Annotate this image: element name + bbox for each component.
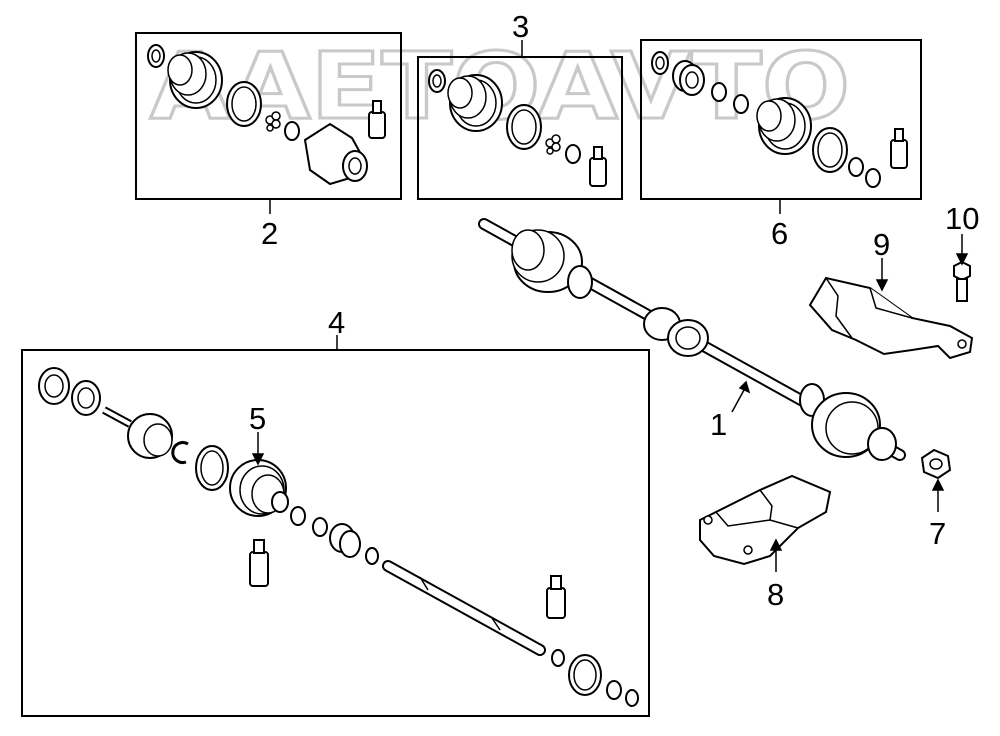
hub-nut[interactable] [920,448,952,480]
kit6-boot [756,97,812,155]
kit2-ring [284,121,300,141]
damper [643,307,709,357]
kit-box-3[interactable] [417,56,623,200]
watermark-text: AAETOAVTO [150,33,850,140]
drive-shaft-assembly[interactable] [478,218,906,461]
kit-box-2[interactable] [135,32,402,200]
kit2-grease-tube [368,100,386,139]
kit3-grease-tube [589,146,607,187]
kit6-ring-c [848,157,864,177]
support-bracket-8[interactable] [699,474,832,566]
callout-6: 6 [771,216,788,251]
callout-3: 3 [512,9,529,44]
kit4-ring-a [290,506,306,526]
kit2-joint-housing [303,122,368,186]
kit4-ring-b [312,517,328,537]
kit2-spider [265,111,281,132]
kit4-boot-5 [229,459,289,517]
kit4-bearing [329,523,361,558]
kit2-boot [167,51,223,109]
kit6-grease-tube [890,128,908,169]
kit-box-4-frame [21,349,650,717]
kit4-shaft [382,560,546,656]
kit6-ring-a [711,82,727,102]
kit-box-3-frame [417,56,623,200]
kit-box-6-frame [640,39,922,200]
kit4-ring-f [625,689,639,707]
kit4-ring-c [365,547,379,565]
callout-2: 2 [261,216,278,251]
callout-1: 1 [710,407,727,442]
kit4-circlip [171,441,189,465]
callout-5: 5 [249,401,266,436]
bracket-bolt[interactable] [953,260,971,302]
kit-box-4[interactable] [21,349,650,717]
kit3-spider [545,134,561,155]
kit6-ring-b [733,94,749,114]
kit4-outer-joint [102,406,173,459]
callout-7: 7 [929,516,946,551]
callout-4: 4 [328,305,345,340]
kit6-ring-d [865,168,881,188]
kit-box-2-frame [135,32,402,200]
kit3-ring [565,144,581,164]
kit6-bearing [672,60,705,96]
callout-8: 8 [767,577,784,612]
callouts: 1 2 3 4 5 6 7 8 9 10 [249,9,979,612]
callout-9: 9 [873,227,890,262]
leader-lines [251,40,969,572]
kit4-ring-e [606,680,622,700]
callout-10: 10 [945,201,979,236]
outer-cv-joint [511,229,593,299]
kit4-ring-d [551,649,565,667]
inner-cv-joint [799,383,897,461]
kit4-grease-tube-b [546,575,566,619]
kit4-grease-tube-a [249,539,269,587]
kit3-boot [447,74,503,132]
kit-box-6[interactable] [640,39,922,200]
heat-shield-bracket-9[interactable] [808,276,974,360]
